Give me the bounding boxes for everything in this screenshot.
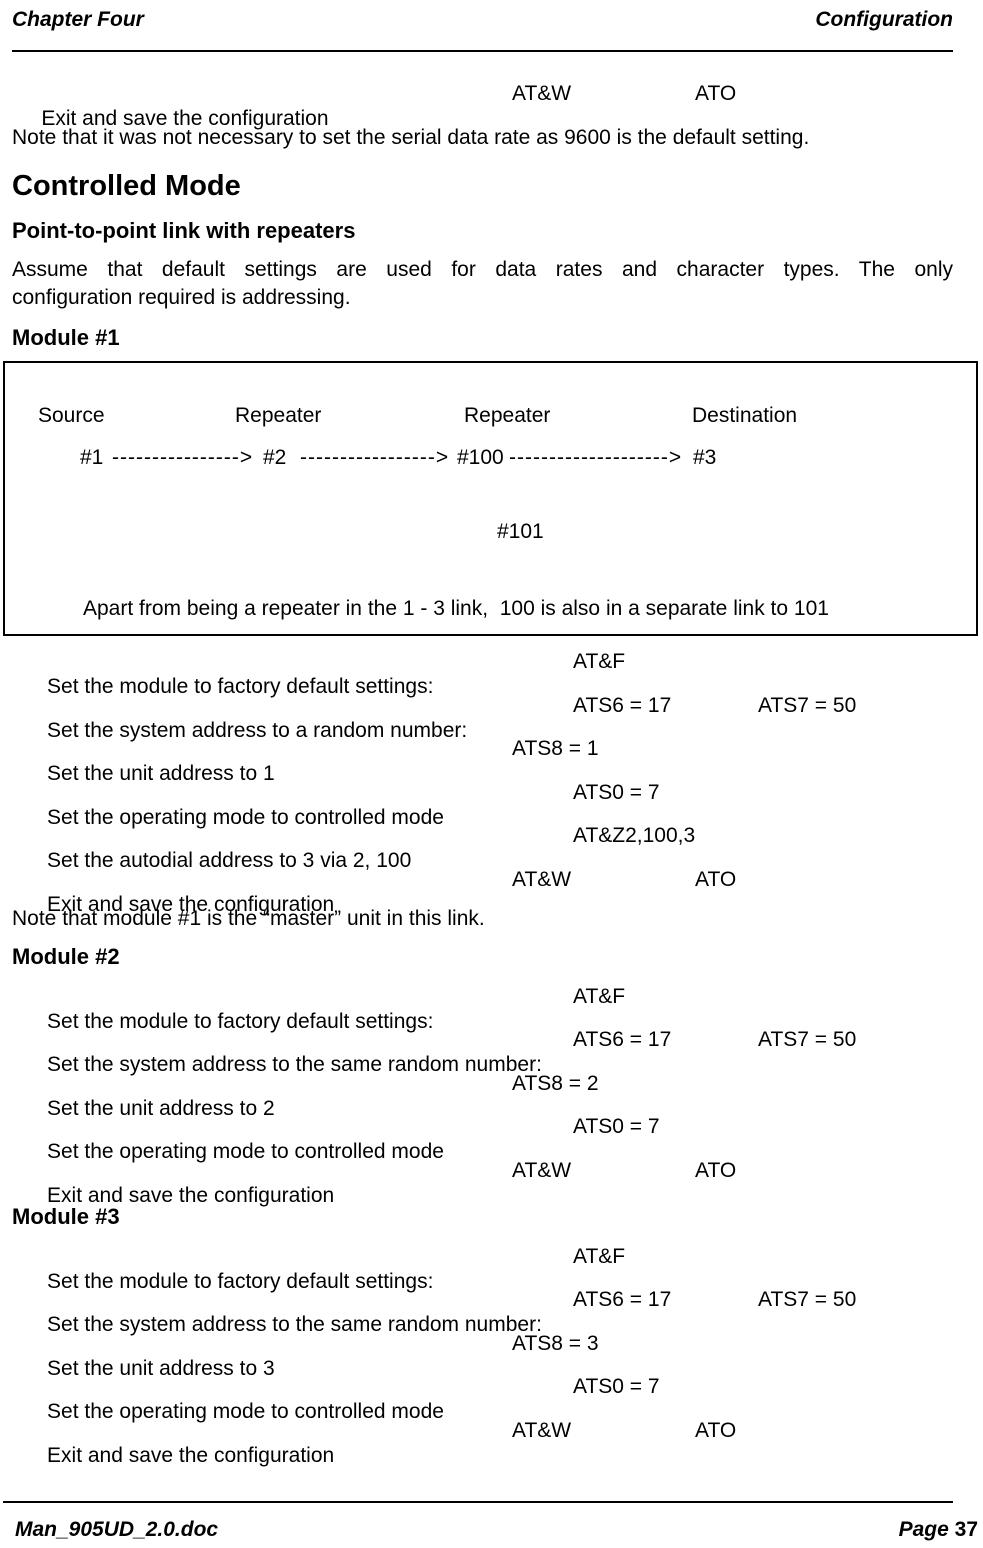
command-label: Exit and save the configuration	[47, 892, 335, 916]
page-number-value: 37	[954, 1518, 978, 1541]
command-row: Set the module to factory default settin…	[12, 649, 953, 698]
header-section-title: Configuration	[815, 8, 953, 31]
command-row: Set the module to factory default settin…	[12, 1244, 953, 1293]
diagram-node: #101	[497, 520, 544, 543]
command-label: Set the module to factory default settin…	[47, 1269, 434, 1293]
diagram-role-label: Repeater	[464, 404, 551, 427]
command-code: ATS6 = 17	[573, 693, 672, 717]
command-row: Set the autodial address to 3 via 2, 100…	[12, 823, 953, 872]
command-row: Set the unit address to 3 ATS8 = 3	[12, 1331, 953, 1380]
command-label: Set the operating mode to controlled mod…	[47, 805, 444, 829]
note-text: Note that module #1 is the “master” unit…	[12, 906, 485, 930]
command-code: ATS0 = 7	[573, 1375, 660, 1398]
diagram-node: #3	[693, 446, 717, 469]
command-code: AT&W	[512, 867, 572, 891]
diagram-arrow: ----------------->	[300, 446, 450, 469]
header-chapter-title: Chapter Four	[12, 8, 144, 31]
command-code: ATS7 = 50	[758, 1028, 857, 1051]
command-row: Set the unit address to 1 ATS8 = 1	[12, 736, 953, 785]
footer-rule	[3, 1501, 953, 1503]
command-code: ATS0 = 7	[573, 780, 660, 804]
command-code: ATS8 = 3	[512, 1331, 599, 1355]
command-code: AT&W	[512, 82, 572, 105]
command-code: ATS7 = 50	[758, 693, 857, 717]
module-1-rows: Set the module to factory default settin…	[12, 649, 953, 916]
command-label: Set the system address to a random numbe…	[47, 718, 468, 742]
command-code: ATS6 = 17	[573, 1288, 672, 1311]
command-code: ATO	[695, 1418, 737, 1442]
diagram-role-label: Source	[38, 404, 105, 427]
diagram-node: #2	[263, 446, 287, 469]
command-code: AT&W	[512, 1158, 572, 1182]
paragraph-line: Assume that default settings are used fo…	[12, 258, 953, 281]
command-code: AT&Z2,100,3	[573, 824, 696, 847]
command-label: Exit and save the configuration	[41, 107, 329, 130]
page-number: Page 37	[899, 1517, 978, 1543]
command-code: AT&F	[573, 650, 626, 673]
module-2-rows: Set the module to factory default settin…	[12, 984, 953, 1207]
command-label: Set the system address to the same rando…	[47, 1313, 542, 1336]
command-row: Set the system address to the same rando…	[12, 1027, 953, 1076]
command-code: ATO	[695, 867, 737, 891]
command-row: Set the operating mode to controlled mod…	[12, 780, 953, 829]
page-header: Chapter Four Configuration	[12, 7, 953, 34]
command-row: Exit and save the configuration AT&W ATO	[12, 1418, 953, 1467]
command-label: Set the module to factory default settin…	[47, 1009, 434, 1033]
page-number-label: Page	[898, 1518, 955, 1541]
page-footer: Man_905UD_2.0.doc Page 37	[15, 1517, 978, 1543]
paragraph-line: configuration required is addressing.	[12, 286, 351, 309]
command-code: ATS8 = 1	[512, 737, 599, 760]
command-label: Set the autodial address to 3 via 2, 100	[47, 849, 412, 872]
diagram-role-label: Destination	[692, 404, 798, 427]
command-row: Set the system address to the same rando…	[12, 1287, 953, 1336]
section-title: Controlled Mode	[12, 170, 241, 202]
command-label: Set the operating mode to controlled mod…	[47, 1140, 444, 1163]
diagram-node: #100	[457, 446, 504, 469]
command-code: AT&F	[573, 984, 626, 1008]
command-code: AT&F	[573, 1244, 626, 1268]
note-text: Note that it was not necessary to set th…	[12, 126, 810, 149]
command-code: ATS0 = 7	[573, 1115, 660, 1138]
subsection-title: Point-to-point link with repeaters	[12, 218, 356, 243]
command-label: Set the unit address to 2	[47, 1096, 275, 1120]
diagram-caption: Apart from being a repeater in the 1 - 3…	[83, 597, 829, 620]
command-label: Set the module to factory default settin…	[47, 675, 434, 698]
command-code: ATS8 = 2	[512, 1071, 599, 1095]
command-label: Exit and save the configuration	[47, 1443, 335, 1467]
diagram-node: #1	[80, 446, 104, 469]
command-row: Exit and save the configuration AT&W ATO	[12, 867, 953, 916]
command-row: Set the operating mode to controlled mod…	[12, 1374, 953, 1423]
diagram-arrow: -------------------->	[509, 446, 683, 469]
module-heading: Module #3	[12, 1203, 120, 1229]
command-code: ATO	[695, 1158, 737, 1182]
command-row: Set the operating mode to controlled mod…	[12, 1114, 953, 1163]
command-row: Exit and save the configuration AT&W ATO	[12, 1158, 953, 1207]
command-label: Set the system address to the same rando…	[47, 1053, 542, 1076]
command-row: Set the system address to a random numbe…	[12, 693, 953, 742]
module-heading: Module #2	[12, 943, 120, 969]
command-row: Set the unit address to 2 ATS8 = 2	[12, 1071, 953, 1120]
diagram-arrow: ---------------->	[112, 446, 254, 469]
module-heading: Module #1	[12, 325, 120, 350]
command-row: Set the module to factory default settin…	[12, 984, 953, 1033]
command-row: Exit and save the configuration AT&W ATO	[12, 81, 953, 130]
command-label: Exit and save the configuration	[47, 1183, 335, 1207]
footer-document-name: Man_905UD_2.0.doc	[15, 1518, 219, 1541]
body-paragraph: Assume that default settings are used fo…	[12, 256, 953, 312]
header-rule	[12, 50, 953, 52]
diagram-role-label: Repeater	[235, 404, 322, 427]
command-code: AT&W	[512, 1418, 572, 1442]
command-label: Set the operating mode to controlled mod…	[47, 1400, 444, 1423]
command-label: Set the unit address to 3	[47, 1356, 275, 1380]
command-code: ATS6 = 17	[573, 1028, 672, 1051]
module-3-rows: Set the module to factory default settin…	[12, 1244, 953, 1467]
command-code: ATO	[695, 82, 737, 105]
command-label: Set the unit address to 1	[47, 762, 275, 785]
command-code: ATS7 = 50	[758, 1288, 857, 1311]
link-diagram-box: Source Repeater Repeater Destination #1 …	[3, 361, 978, 636]
